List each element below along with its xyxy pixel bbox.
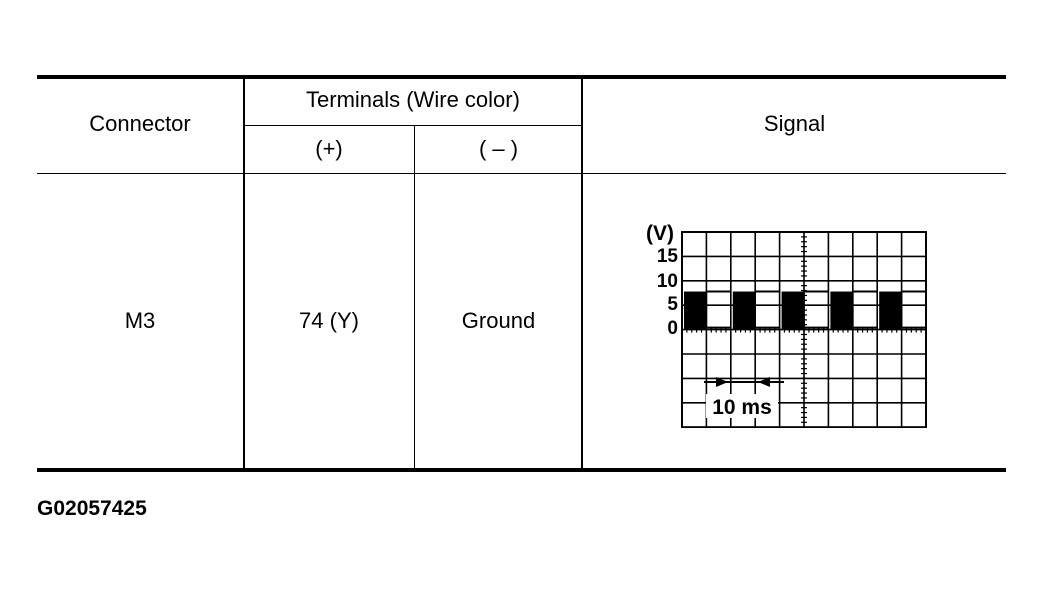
column-divider-connector bbox=[243, 75, 245, 470]
header-sub-rule bbox=[244, 125, 582, 126]
column-divider-plus bbox=[414, 125, 415, 470]
signal-burst bbox=[684, 291, 708, 330]
header-terminals: Terminals (Wire color) bbox=[306, 87, 520, 112]
row-minus-terminal: Ground bbox=[461, 308, 536, 333]
y-tick-5: 5 bbox=[667, 294, 678, 315]
signal-burst bbox=[830, 291, 854, 330]
header-minus: ( – ) bbox=[478, 136, 519, 161]
signal-burst bbox=[781, 291, 805, 330]
header-connector: Connector bbox=[89, 111, 191, 136]
row-connector: M3 bbox=[124, 308, 156, 333]
column-divider-signal bbox=[581, 75, 583, 470]
volt-unit-label: (V) bbox=[646, 222, 674, 245]
figure-id: G02057425 bbox=[37, 497, 147, 520]
signal-oscilloscope-graph: 10 ms (V) 15 10 5 0 bbox=[646, 222, 927, 428]
time-label-background bbox=[706, 394, 778, 418]
time-scale-marker bbox=[704, 377, 784, 387]
signal-burst bbox=[879, 291, 903, 330]
header-plus: (+) bbox=[315, 136, 343, 161]
y-tick-15: 15 bbox=[657, 246, 679, 267]
time-marker-arrow-left bbox=[758, 377, 770, 387]
y-tick-10: 10 bbox=[657, 271, 678, 292]
header-signal: Signal bbox=[763, 111, 826, 136]
table-top-rule bbox=[37, 75, 1006, 79]
y-tick-0: 0 bbox=[667, 318, 678, 339]
time-marker-arrow-right bbox=[716, 377, 728, 387]
signal-burst bbox=[732, 291, 756, 330]
time-scale-label: 10 ms bbox=[712, 396, 772, 419]
row-plus-terminal: 74 (Y) bbox=[299, 308, 359, 333]
scope-waveform bbox=[684, 290, 926, 330]
header-bottom-rule bbox=[37, 173, 1006, 174]
table-bottom-rule bbox=[37, 468, 1006, 472]
